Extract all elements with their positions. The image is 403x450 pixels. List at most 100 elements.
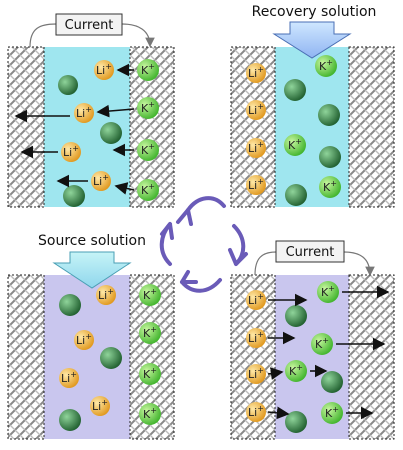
neutral-sphere [100, 122, 122, 144]
panel-bottom-left: Source solution Li+ Li+ Li+ Li+ K+ K+ K+… [7, 233, 175, 440]
li-ion [74, 103, 94, 123]
down-arrow-icon [52, 251, 132, 289]
k-ion [321, 402, 343, 424]
svg-text:Li+: Li+ [98, 287, 114, 302]
k-ion [139, 403, 161, 425]
electrode-left [7, 46, 45, 208]
svg-text:Li+: Li+ [96, 62, 112, 77]
svg-text:K+: K+ [319, 58, 333, 73]
svg-text:Li+: Li+ [76, 105, 92, 120]
k-ion [139, 284, 161, 306]
neutral-sphere [100, 347, 122, 369]
electrode-left [7, 274, 45, 440]
li-ion [246, 175, 266, 195]
neutral-sphere [318, 104, 340, 126]
svg-text:K+: K+ [321, 284, 335, 299]
li-ion [246, 364, 266, 384]
li-ion [91, 171, 111, 191]
recovery-label: Recovery solution [252, 4, 377, 20]
svg-text:Li+: Li+ [61, 370, 77, 385]
wire-left [254, 251, 277, 276]
li-ion [61, 142, 81, 162]
svg-text:K+: K+ [143, 366, 157, 381]
svg-text:Li+: Li+ [248, 140, 264, 155]
k-ion [315, 55, 337, 77]
svg-text:Li+: Li+ [92, 398, 108, 413]
wire-right [121, 23, 155, 48]
neutral-sphere [63, 185, 85, 207]
k-ion [139, 322, 161, 344]
neutral-sphere [319, 146, 341, 168]
li-ion [246, 100, 266, 120]
k-ion [284, 134, 306, 156]
li-ion [246, 402, 266, 422]
svg-text:Li+: Li+ [248, 65, 264, 80]
k-ion [285, 360, 307, 382]
k-ion [311, 333, 333, 355]
neutral-sphere [285, 305, 307, 327]
k-ion [139, 363, 161, 385]
neutral-sphere [284, 79, 306, 101]
current-box [55, 13, 123, 36]
svg-text:K+: K+ [141, 62, 155, 77]
wire-right [343, 251, 375, 277]
source-label: Source solution [38, 233, 146, 249]
panel-top-right: Recovery solution Li+ Li+ Li+ Li+ K+ K+ … [230, 4, 395, 208]
neutral-sphere [59, 294, 81, 316]
circular-arrows-icon [159, 196, 248, 293]
svg-text:K+: K+ [288, 137, 302, 152]
svg-text:K+: K+ [143, 406, 157, 421]
svg-text:Li+: Li+ [248, 102, 264, 117]
svg-text:Li+: Li+ [76, 332, 92, 347]
svg-text:K+: K+ [315, 336, 329, 351]
svg-text:Li+: Li+ [248, 330, 264, 345]
neutral-sphere [321, 371, 343, 393]
current-box [275, 240, 345, 263]
current-label: Current [286, 245, 335, 260]
arrow-group [267, 285, 390, 420]
svg-text:K+: K+ [289, 363, 303, 378]
svg-text:K+: K+ [323, 179, 337, 194]
li-ion [94, 60, 114, 80]
left-arrow-icon [96, 104, 135, 118]
li-ion [90, 396, 110, 416]
neutral-sphere [285, 411, 307, 433]
svg-text:Li+: Li+ [248, 292, 264, 307]
svg-text:Li+: Li+ [248, 177, 264, 192]
k-ion [137, 59, 159, 81]
neutral-sphere [285, 184, 307, 206]
current-label: Current [65, 18, 114, 33]
li-ion [74, 330, 94, 350]
svg-text:K+: K+ [143, 287, 157, 302]
wire-left [29, 23, 57, 48]
svg-text:K+: K+ [325, 405, 339, 420]
left-arrow-icon [114, 182, 135, 195]
svg-text:Li+: Li+ [248, 366, 264, 381]
neutral-sphere [59, 409, 81, 431]
svg-text:Li+: Li+ [63, 144, 79, 159]
panel-top-left: Current K+ K+ K+ K+ Li+ Li+ Li+ Li+ [7, 13, 175, 208]
svg-text:K+: K+ [141, 142, 155, 157]
k-ion [137, 97, 159, 119]
svg-text:Li+: Li+ [248, 404, 264, 419]
down-arrow-icon [272, 21, 352, 59]
neutral-sphere [58, 75, 78, 95]
electrode-right [348, 46, 395, 208]
k-ion [319, 176, 341, 198]
li-ion [246, 290, 266, 310]
k-ion [137, 139, 159, 161]
ion-group: K+ K+ K+ K+ Li+ Li+ Li+ Li+ [58, 59, 159, 207]
svg-text:K+: K+ [141, 100, 155, 115]
panel-bottom-right: Current Li+ Li+ Li+ Li+ K+ K+ K+ K+ [230, 240, 395, 440]
li-ion [246, 63, 266, 83]
right-arrow-icon [267, 367, 284, 380]
li-ion [96, 285, 116, 305]
k-ion [137, 179, 159, 201]
svg-text:K+: K+ [141, 182, 155, 197]
svg-text:K+: K+ [143, 325, 157, 340]
electrode-right [348, 274, 395, 440]
k-ion [317, 281, 339, 303]
svg-text:Li+: Li+ [93, 173, 109, 188]
li-ion [246, 138, 266, 158]
